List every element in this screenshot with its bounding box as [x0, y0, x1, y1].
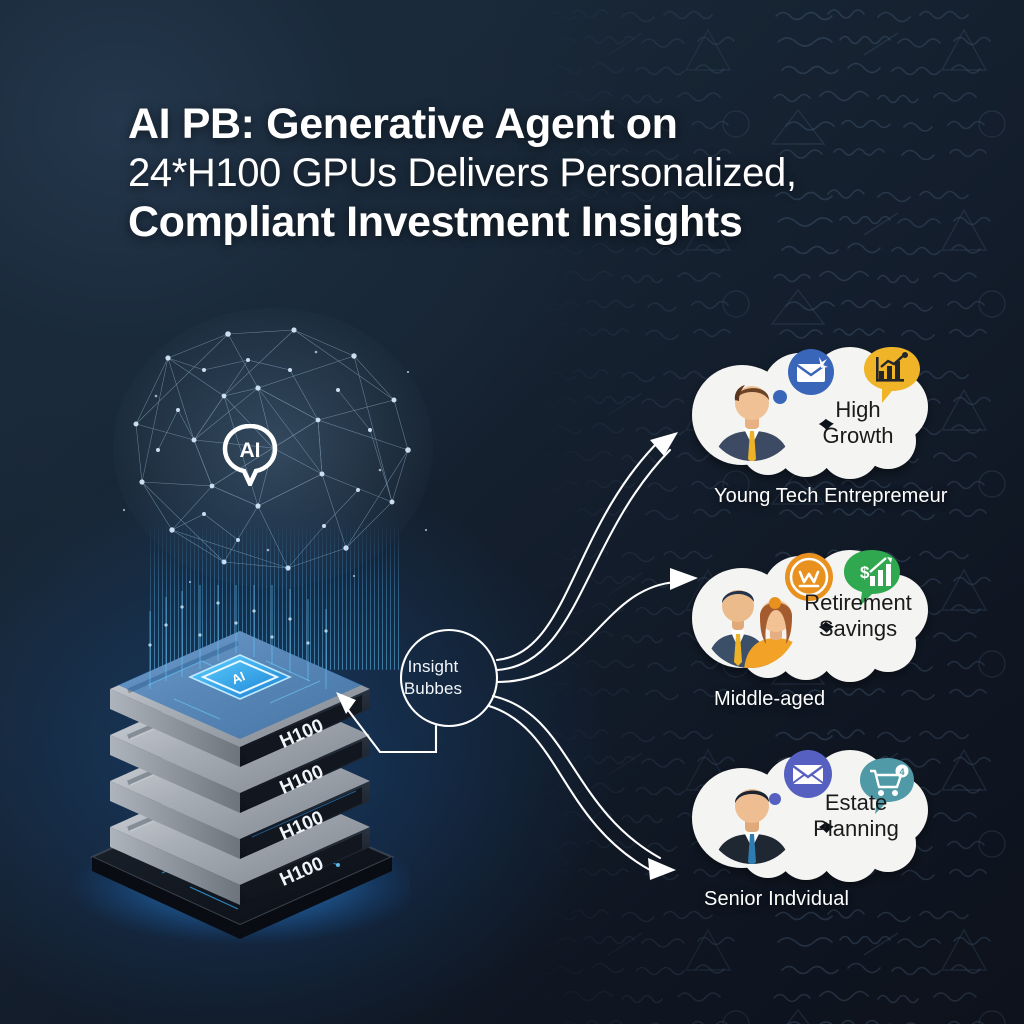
ai-badge-label: AI [240, 439, 261, 462]
hub-label-line-1: Insight [407, 657, 459, 676]
page-title: AI PB: Generative Agent on 24*H100 GPUs … [128, 100, 888, 247]
ai-badge-icon: AI [222, 424, 278, 486]
thought-dot-icon [769, 597, 781, 609]
insight-text: Estate Planning [813, 790, 899, 841]
bar-chart-up-badge-icon [864, 347, 920, 403]
thought-dot-icon [769, 793, 781, 805]
envelope-icon [784, 750, 832, 798]
insight-text: Retirement Savings [804, 590, 912, 641]
persona-label: Middle-aged [714, 688, 826, 710]
avatar-middle-aged-couple [702, 572, 798, 668]
avatar-senior-individual [706, 772, 798, 864]
avatar-young-tech-entrepreneur [706, 369, 798, 461]
persona-middle-aged[interactable]: $ Retirement Savings Middle-aged [690, 548, 940, 723]
svg-text:$: $ [860, 563, 870, 582]
ai-chip: AI [118, 631, 362, 739]
persona-label: Young Tech Entrepremeur [714, 485, 948, 507]
insight-text: High Growth [822, 397, 894, 448]
persona-young-tech-entrepreneur[interactable]: High Growth Young Tech Entrepremeur [690, 345, 947, 520]
h100-gpu-server-stack: H100 H100 H100 [70, 585, 410, 945]
envelope-icon [788, 349, 834, 395]
coin-icon [785, 553, 833, 601]
insight-bubbles-hub[interactable]: Insight Bubbes [385, 630, 481, 726]
svg-text:4: 4 [899, 767, 904, 777]
persona-senior-individual[interactable]: 4 Estate Planning Senior Indvidual [690, 748, 940, 923]
title-line-2: 24*H100 GPUs Delivers Personalized, [128, 151, 797, 195]
title-line-3: Compliant Investment Insights [128, 198, 743, 246]
thought-dot-icon [773, 390, 787, 404]
hub-label-line-2: Bubbes [403, 679, 463, 698]
persona-label: Senior Indvidual [704, 888, 850, 910]
shopping-cart-badge-icon: 4 [860, 758, 914, 814]
currency-chart-badge-icon: $ [844, 550, 900, 606]
ai-chip-label: AI [229, 668, 247, 687]
title-line-1: AI PB: Generative Agent on [128, 100, 678, 148]
